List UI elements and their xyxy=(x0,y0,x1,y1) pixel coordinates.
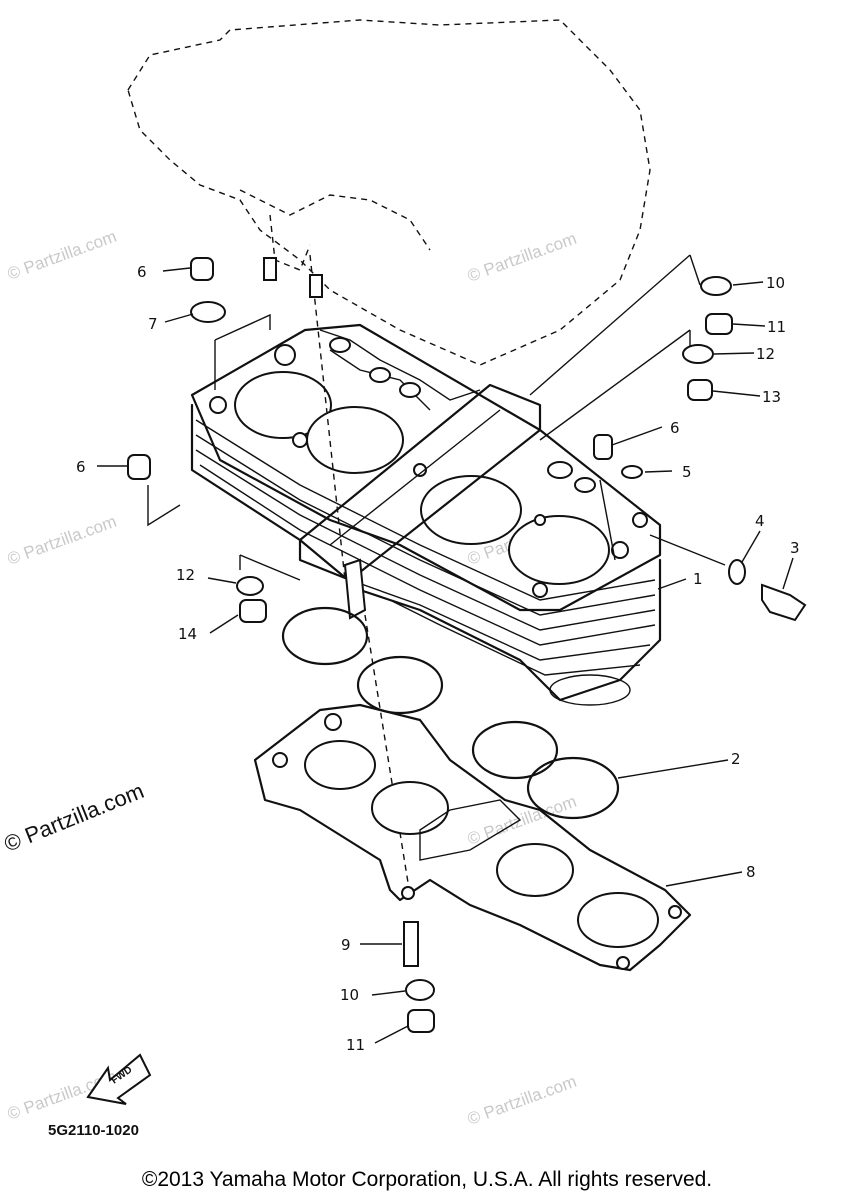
watermark-dark: © Partzilla.com xyxy=(1,778,148,857)
base-gasket xyxy=(253,703,692,972)
callout-10: 10 xyxy=(340,986,359,1004)
callout-3: 3 xyxy=(790,539,800,557)
callout-12: 12 xyxy=(756,345,775,363)
watermark: © Partzilla.com xyxy=(5,227,119,284)
callout-7: 7 xyxy=(148,315,158,333)
callout-9: 9 xyxy=(341,936,351,954)
callout-6: 6 xyxy=(76,458,86,476)
watermark: © Partzilla.com xyxy=(465,229,579,286)
callout-11: 11 xyxy=(346,1036,365,1054)
watermark: © Partzilla.com xyxy=(465,792,579,849)
callout-1: 1 xyxy=(693,570,703,588)
callout-11: 11 xyxy=(767,318,786,336)
callout-5: 5 xyxy=(682,463,692,481)
callout-8: 8 xyxy=(746,863,756,881)
callout-6: 6 xyxy=(670,419,680,437)
callout-13: 13 xyxy=(762,388,781,406)
leader-lines xyxy=(97,267,794,1044)
watermark: © Partzilla.com xyxy=(465,1072,579,1129)
callout-4: 4 xyxy=(755,512,765,530)
o-rings xyxy=(281,606,620,820)
callout-12: 12 xyxy=(176,566,195,584)
crankcase-outline xyxy=(127,19,651,366)
callout-2: 2 xyxy=(731,750,741,768)
watermark: © Partzilla.com xyxy=(5,512,119,569)
small-parts xyxy=(127,257,807,1033)
callouts: 6 7 6 6 5 4 3 1 2 8 9 10 11 12 14 10 11 … xyxy=(76,263,800,1054)
callout-10: 10 xyxy=(766,274,785,292)
cylinder-block xyxy=(190,323,662,706)
bracket-lines xyxy=(147,254,726,896)
callout-6: 6 xyxy=(137,263,147,281)
diagram-code: 5G2110-1020 xyxy=(48,1122,139,1139)
callout-14: 14 xyxy=(178,625,197,643)
copyright-text: ©2013 Yamaha Motor Corporation, U.S.A. A… xyxy=(142,1168,712,1191)
